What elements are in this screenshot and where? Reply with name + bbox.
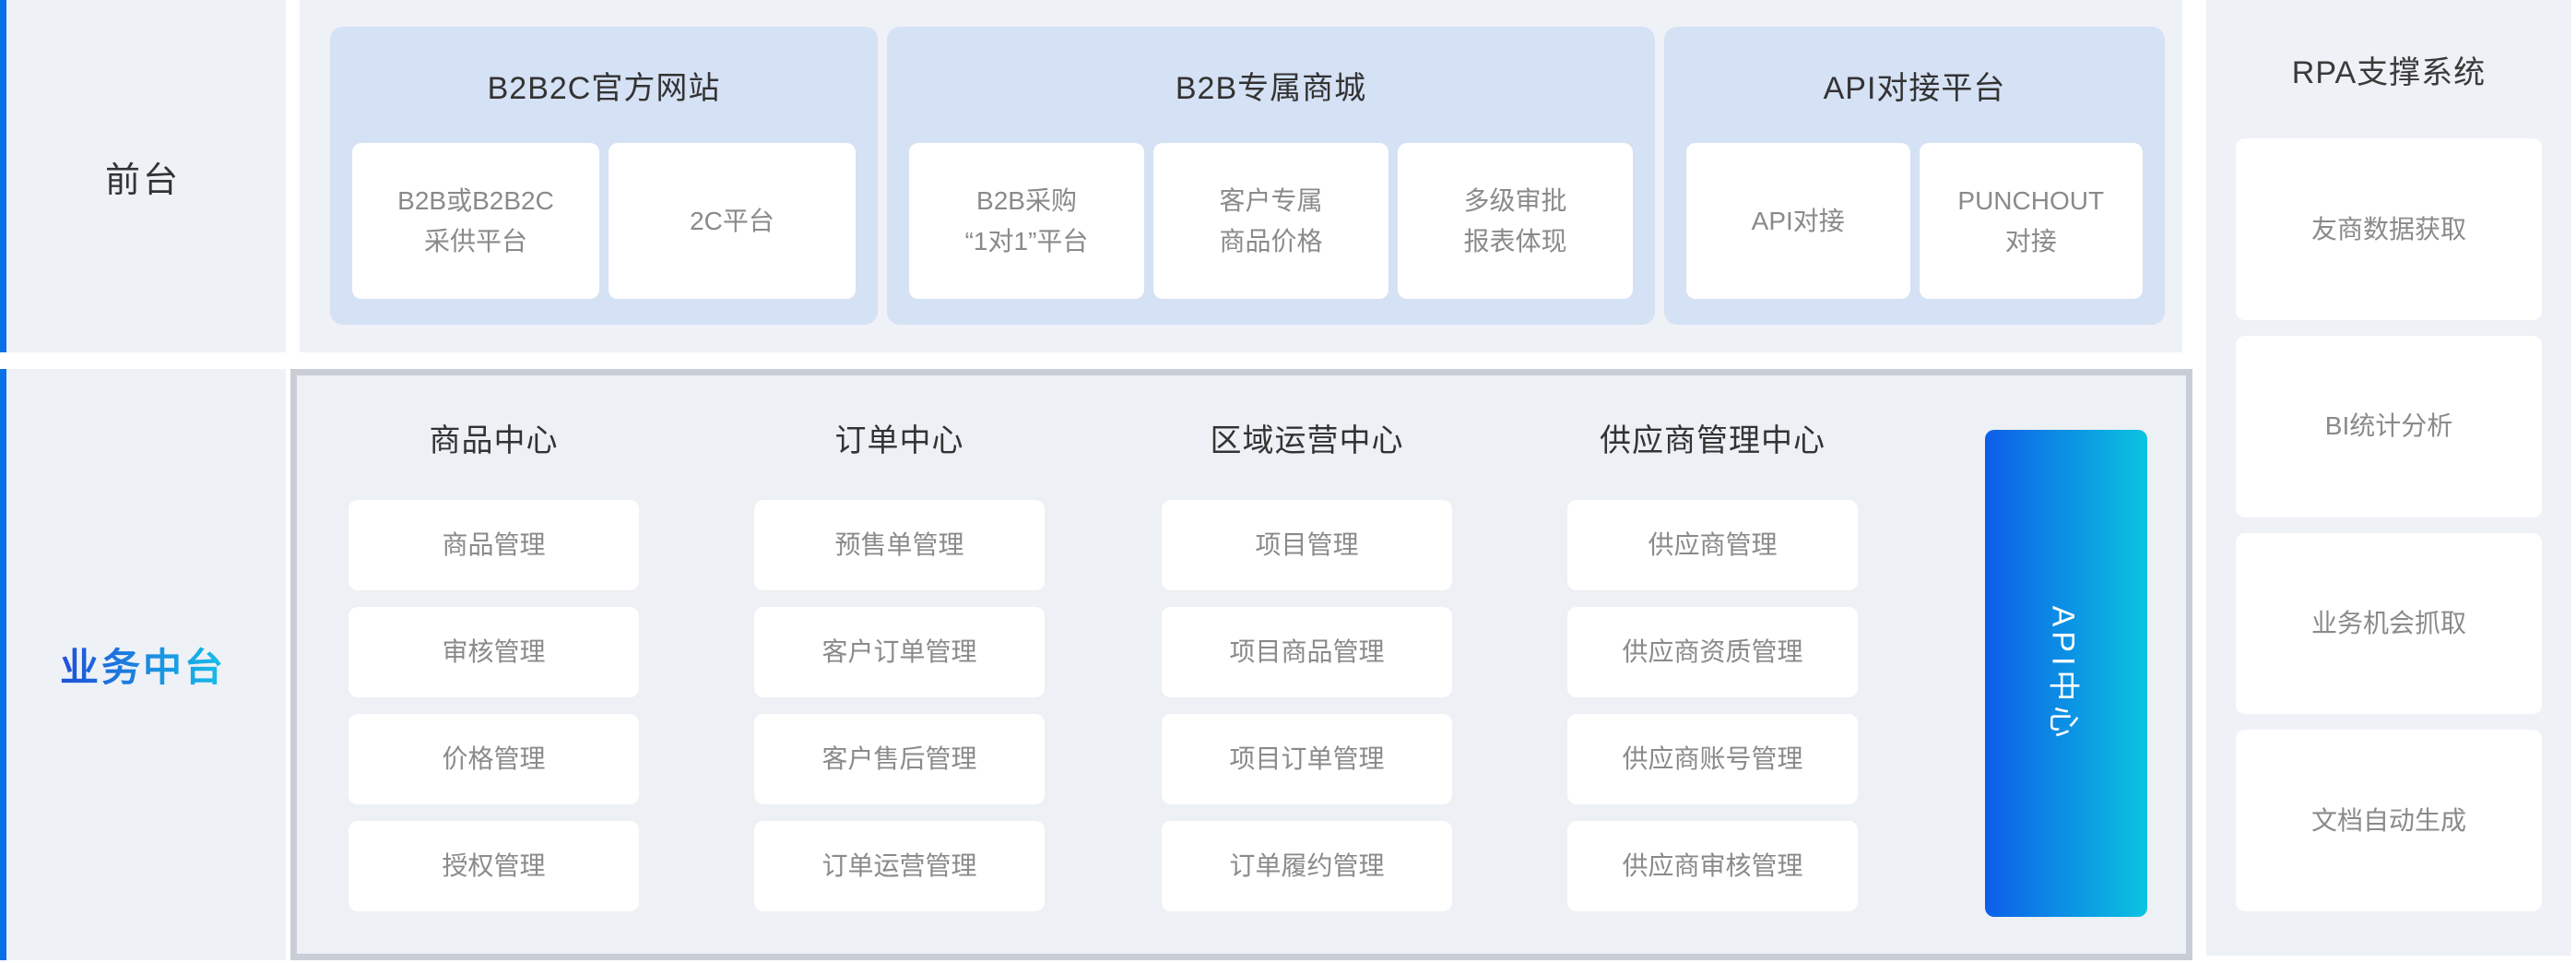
order-operation-management-card: 订单运营管理 (754, 821, 1045, 911)
regional-operation-center-column: 区域运营中心 项目管理 项目商品管理 项目订单管理 订单履约管理 (1162, 375, 1452, 954)
product-center-title: 商品中心 (429, 423, 559, 458)
multilevel-approval-report-card: 多级审批 报表体现 (1398, 143, 1633, 299)
b2b-mall-group: B2B专属商城 B2B采购 “1对1”平台 客户专属 商品价格 多级审批 报表体… (887, 27, 1655, 325)
punchout-integration-card: PUNCHOUT 对接 (1919, 143, 2143, 299)
middle-stage-panel: 业务中台 (0, 369, 286, 960)
b2b-procurement-1to1-card: B2B采购 “1对1”平台 (909, 143, 1144, 299)
price-management-card: 价格管理 (349, 714, 639, 804)
document-autogeneration-card: 文档自动生成 (2236, 730, 2542, 911)
supplier-review-management-card: 供应商审核管理 (1567, 821, 1858, 911)
rpa-panel: RPA支撑系统 友商数据获取 BI统计分析 业务机会抓取 文档自动生成 (2206, 0, 2571, 956)
b2b2c-website-group: B2B2C官方网站 B2B或B2B2C 采供平台 2C平台 (330, 27, 878, 325)
order-fulfillment-management-card: 订单履约管理 (1162, 821, 1452, 911)
middle-stage-label: 业务中台 (60, 636, 226, 693)
project-management-card: 项目管理 (1162, 500, 1452, 590)
front-stage-content-panel: B2B2C官方网站 B2B或B2B2C 采供平台 2C平台 B2B专属商城 B2… (300, 0, 2182, 352)
review-management-card: 审核管理 (349, 607, 639, 697)
b2b-mall-group-title: B2B专属商城 (1175, 70, 1367, 106)
api-center-label: API中心 (2045, 605, 2081, 742)
b2b-mall-group-cards: B2B采购 “1对1”平台 客户专属 商品价格 多级审批 报表体现 (887, 143, 1655, 325)
api-center-bar: API中心 (1985, 430, 2147, 917)
middle-stage-content-panel: 商品中心 商品管理 审核管理 价格管理 授权管理 订单中心 预售单管理 客户订单… (290, 369, 2192, 960)
product-center-column: 商品中心 商品管理 审核管理 价格管理 授权管理 (349, 375, 639, 954)
order-center-title: 订单中心 (834, 423, 964, 458)
presale-order-management-card: 预售单管理 (754, 500, 1045, 590)
api-platform-group-cards: API对接 PUNCHOUT 对接 (1664, 143, 2165, 325)
business-opportunity-card: 业务机会抓取 (2236, 532, 2542, 715)
b2b2c-website-group-cards: B2B或B2B2C 采供平台 2C平台 (330, 143, 878, 325)
2c-platform-card: 2C平台 (609, 143, 856, 299)
front-stage-panel: 前台 (0, 0, 286, 352)
b2b-or-b2b2c-platform-card: B2B或B2B2C 采供平台 (352, 143, 599, 299)
project-order-management-card: 项目订单管理 (1162, 714, 1452, 804)
api-platform-group-title: API对接平台 (1823, 70, 2006, 106)
rpa-cards: 友商数据获取 BI统计分析 业务机会抓取 文档自动生成 (2236, 138, 2542, 956)
supplier-qualification-management-card: 供应商资质管理 (1567, 607, 1858, 697)
front-stage-label: 前台 (104, 160, 181, 200)
customer-order-management-card: 客户订单管理 (754, 607, 1045, 697)
api-integration-card: API对接 (1686, 143, 1910, 299)
customer-aftersale-management-card: 客户售后管理 (754, 714, 1045, 804)
supplier-management-center-title: 供应商管理中心 (1600, 423, 1826, 458)
product-management-card: 商品管理 (349, 500, 639, 590)
order-center-column: 订单中心 预售单管理 客户订单管理 客户售后管理 订单运营管理 (754, 375, 1045, 954)
bi-statistics-card: BI统计分析 (2236, 335, 2542, 517)
supplier-account-management-card: 供应商账号管理 (1567, 714, 1858, 804)
b2b2c-website-group-title: B2B2C官方网站 (487, 70, 721, 106)
middle-stage-accent-bar (0, 369, 6, 960)
regional-operation-center-title: 区域运营中心 (1210, 423, 1404, 458)
project-product-management-card: 项目商品管理 (1162, 607, 1452, 697)
peer-data-acquisition-card: 友商数据获取 (2236, 138, 2542, 320)
front-stage-accent-bar (0, 0, 6, 352)
supplier-management-card: 供应商管理 (1567, 500, 1858, 590)
supplier-management-center-column: 供应商管理中心 供应商管理 供应商资质管理 供应商账号管理 供应商审核管理 (1567, 375, 1858, 954)
authorization-management-card: 授权管理 (349, 821, 639, 911)
api-platform-group: API对接平台 API对接 PUNCHOUT 对接 (1664, 27, 2165, 325)
rpa-panel-title: RPA支撑系统 (2291, 54, 2487, 90)
customer-exclusive-price-card: 客户专属 商品价格 (1153, 143, 1388, 299)
